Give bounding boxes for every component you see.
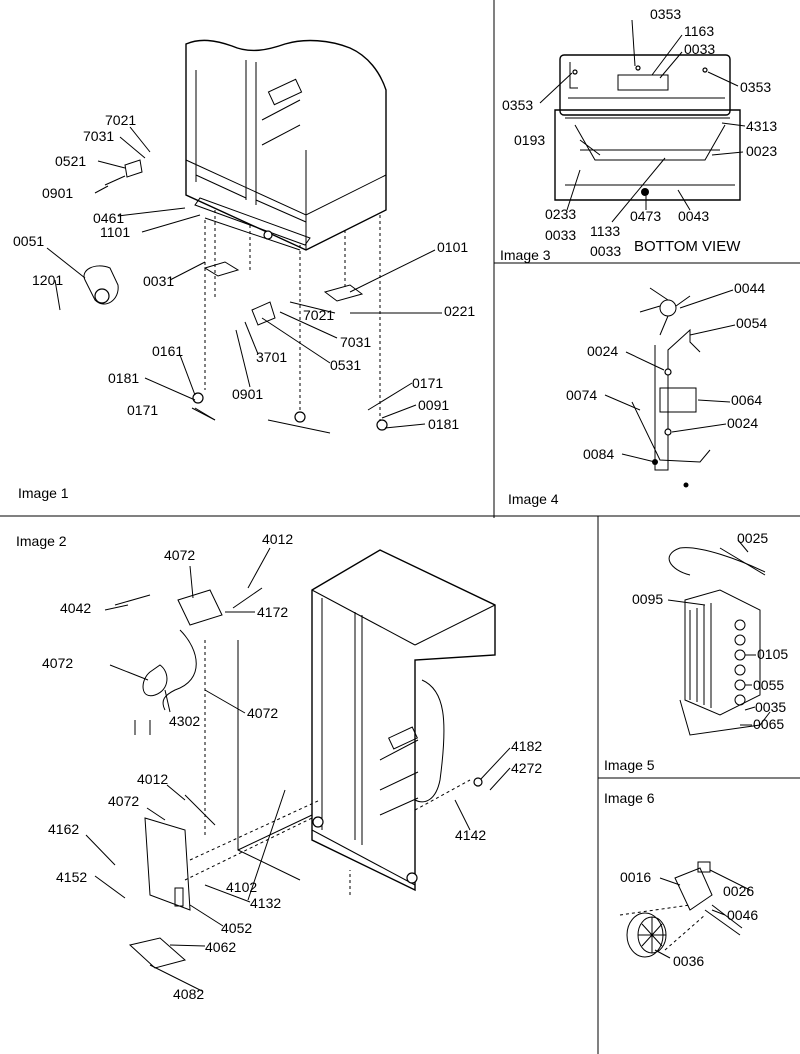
part-label: 0101: [437, 239, 468, 255]
image-4-labels: 0044 0054 0024 0064 0074 0024 0084 Image…: [508, 280, 767, 507]
part-label: 4182: [511, 738, 542, 754]
part-label: 4082: [173, 986, 204, 1002]
part-label: 0353: [502, 97, 533, 113]
part-label: 0033: [684, 41, 715, 57]
part-label: 4042: [60, 600, 91, 616]
image-6-drawing: [619, 861, 751, 959]
image-3-drawing: [539, 19, 746, 223]
part-label: 4052: [221, 920, 252, 936]
image-1-drawing: [46, 39, 442, 434]
part-label: 0084: [583, 446, 614, 462]
panel-title: Image 5: [604, 757, 655, 773]
part-label: 0023: [746, 143, 777, 159]
part-label: 0901: [232, 386, 263, 402]
part-label: 4062: [205, 939, 236, 955]
part-label: 0233: [545, 206, 576, 222]
part-label: 4162: [48, 821, 79, 837]
image-4-drawing: [604, 287, 736, 488]
part-label: 0353: [650, 6, 681, 22]
image-5-drawing: [667, 539, 771, 736]
part-label: 4142: [455, 827, 486, 843]
part-label: 0036: [673, 953, 704, 969]
part-label: 0095: [632, 591, 663, 607]
part-label: 0181: [428, 416, 459, 432]
part-label: 4072: [247, 705, 278, 721]
part-label: 4132: [250, 895, 281, 911]
part-label: 4272: [511, 760, 542, 776]
part-label: 0353: [740, 79, 771, 95]
part-label: 0171: [412, 375, 443, 391]
part-label: 7031: [83, 128, 114, 144]
part-label: 0171: [127, 402, 158, 418]
part-label: 4012: [262, 531, 293, 547]
image-2-labels: Image 2 4072 4012 4042 4172 4072 4302 40…: [16, 531, 542, 1002]
panel-title: Image 4: [508, 491, 559, 507]
part-label: 4102: [226, 879, 257, 895]
part-label: 4313: [746, 118, 777, 134]
panel-title: Image 2: [16, 533, 67, 549]
part-label: 1201: [32, 272, 63, 288]
part-label: 1163: [684, 23, 714, 39]
part-label: 0024: [727, 415, 758, 431]
part-label: 0046: [727, 907, 758, 923]
image-2-drawing: [85, 547, 511, 992]
part-label: 0044: [734, 280, 765, 296]
part-label: 4302: [169, 713, 200, 729]
part-label: 0026: [723, 883, 754, 899]
bottom-view-caption: BOTTOM VIEW: [634, 238, 741, 255]
part-label: 0033: [545, 227, 576, 243]
part-label: 3701: [256, 349, 287, 365]
part-label: 4072: [42, 655, 73, 671]
part-label: 0024: [587, 343, 618, 359]
part-label: 0461: [93, 210, 124, 226]
part-label: 0105: [757, 646, 788, 662]
part-label: 0031: [143, 273, 174, 289]
part-label: 0161: [152, 343, 183, 359]
part-label: 0091: [418, 397, 449, 413]
part-label: 7031: [340, 334, 371, 350]
part-label: 0065: [753, 716, 784, 732]
part-label: 0521: [55, 153, 86, 169]
part-label: 0193: [514, 132, 545, 148]
image-3-labels: 0353 1163 0033 0353 0353 0193 4313 0023 …: [500, 6, 777, 263]
part-label: 0043: [678, 208, 709, 224]
part-label: 0064: [731, 392, 762, 408]
part-label: 0055: [753, 677, 784, 693]
part-label: 0221: [444, 303, 475, 319]
part-label: 4152: [56, 869, 87, 885]
part-label: 4072: [108, 793, 139, 809]
part-label: 0016: [620, 869, 651, 885]
image-6-labels: Image 6 0016 0026 0046 0036: [604, 790, 758, 969]
part-label: 0473: [630, 208, 661, 224]
panel-title: Image 1: [18, 485, 69, 501]
part-label: 0025: [737, 530, 768, 546]
image-5-labels: 0025 0095 0105 0055 0035 0065 Image 5: [604, 530, 788, 773]
part-label: 1133: [590, 223, 620, 239]
part-label: 7021: [303, 307, 334, 323]
part-label: 1101: [100, 224, 130, 240]
part-label: 0531: [330, 357, 361, 373]
part-label: 0051: [13, 233, 44, 249]
part-label: 7021: [105, 112, 136, 128]
panel-title: Image 6: [604, 790, 655, 806]
panel-title: Image 3: [500, 247, 551, 263]
part-label: 0901: [42, 185, 73, 201]
part-label: 4172: [257, 604, 288, 620]
part-label: 0033: [590, 243, 621, 259]
part-label: 0074: [566, 387, 597, 403]
image-1-labels: 7021 7031 0521 0901 0461 1101 0051 1201 …: [13, 112, 475, 501]
part-label: 4012: [137, 771, 168, 787]
part-label: 0181: [108, 370, 139, 386]
part-label: 0035: [755, 699, 786, 715]
part-label: 4072: [164, 547, 195, 563]
part-label: 0054: [736, 315, 767, 331]
